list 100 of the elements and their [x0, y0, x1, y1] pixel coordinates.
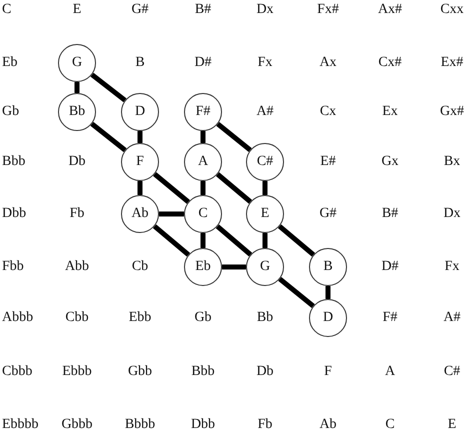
- note-circle: [246, 143, 284, 181]
- note-name: Eb: [195, 260, 211, 274]
- note-name: Bbb: [2, 155, 26, 169]
- note-name: Abbb: [2, 311, 34, 325]
- note-name: Gbbb: [61, 418, 93, 432]
- note-name: C#: [444, 365, 460, 379]
- note-name: F#: [196, 105, 210, 119]
- note-name: F: [324, 365, 332, 379]
- connector-line: [326, 286, 330, 299]
- note-name: Db: [256, 365, 274, 379]
- connector-line: [216, 122, 252, 152]
- note-name: Cbbb: [2, 365, 32, 379]
- note-name: Cxx: [440, 3, 464, 17]
- note-name: Gb: [2, 105, 20, 119]
- note-circle: [246, 195, 284, 233]
- note-name: Ebbbb: [2, 418, 39, 432]
- note-circle: [309, 248, 347, 286]
- connector-line: [262, 181, 268, 195]
- note-name: Db: [68, 155, 86, 169]
- connector-line: [222, 264, 246, 270]
- connector-line: [200, 233, 206, 248]
- connector-line: [152, 224, 190, 257]
- note-name: E: [72, 3, 82, 17]
- note-name: Bx: [444, 155, 460, 169]
- connector-line: [90, 72, 127, 102]
- connector-line: [216, 172, 252, 204]
- note-name: A#: [256, 105, 274, 119]
- note-name: Ax#: [378, 3, 402, 17]
- note-name: Dx: [256, 3, 274, 17]
- note-circle: [121, 195, 159, 233]
- note-name: Ex: [382, 105, 398, 119]
- note-circle: [184, 143, 222, 181]
- note-name: Ex#: [440, 56, 464, 70]
- note-name: Fx: [258, 56, 272, 70]
- note-name: F#: [382, 311, 398, 325]
- note-name: Eb: [2, 56, 18, 70]
- note-name: Gb: [194, 311, 212, 325]
- note-name: C: [385, 418, 395, 432]
- note-name: G#: [319, 207, 337, 221]
- note-circle: [121, 143, 159, 181]
- note-name: A: [384, 365, 396, 379]
- note-name: Ab: [131, 207, 149, 221]
- note-name: Cx#: [378, 56, 402, 70]
- note-name: Fb: [258, 418, 272, 432]
- connector-line: [200, 131, 206, 143]
- note-name: Bb: [68, 105, 86, 119]
- note-name: Dx: [443, 207, 461, 221]
- note-name: B#: [382, 207, 398, 221]
- note-name: Bbbb: [124, 418, 156, 432]
- connector-line: [138, 131, 142, 143]
- note-circle: [58, 93, 96, 131]
- note-name: C: [2, 3, 12, 17]
- note-name: E: [448, 418, 456, 432]
- note-name: Gx: [381, 155, 399, 169]
- note-circle: [184, 195, 222, 233]
- note-name: Ab: [319, 418, 337, 432]
- connector-line: [159, 212, 184, 216]
- note-name: G: [72, 56, 82, 70]
- note-name: Bb: [256, 311, 274, 325]
- note-name: Fx#: [317, 3, 339, 17]
- note-name: Cbb: [65, 311, 89, 325]
- note-name: A#: [443, 311, 461, 325]
- note-name: D#: [381, 260, 399, 274]
- connector-line: [278, 277, 315, 308]
- note-name: Cx: [320, 105, 336, 119]
- note-name: E: [260, 207, 270, 221]
- note-name: Dbb: [190, 418, 216, 432]
- note-name: D: [322, 311, 334, 325]
- note-circle: [58, 44, 96, 82]
- connector-line: [138, 181, 142, 195]
- connector-line: [278, 224, 316, 257]
- note-name: C#: [256, 155, 274, 169]
- note-name: G: [260, 260, 270, 274]
- note-name: E#: [320, 155, 336, 169]
- note-name: Gx#: [440, 105, 464, 119]
- note-name: Fb: [70, 207, 84, 221]
- connector-line: [74, 82, 80, 93]
- note-circle: [246, 248, 284, 286]
- note-name: B: [323, 260, 333, 274]
- note-name: D#: [194, 56, 212, 70]
- connector-line: [262, 233, 268, 248]
- note-name: Bbb: [191, 365, 215, 379]
- note-name: Ebbb: [62, 365, 92, 379]
- connector-line: [153, 172, 190, 204]
- note-name: Ax: [319, 56, 337, 70]
- note-name: Fbb: [2, 260, 24, 274]
- note-name: B#: [194, 3, 212, 17]
- note-name: Gbb: [128, 365, 152, 379]
- note-name: F: [136, 155, 144, 169]
- note-name: B: [135, 56, 145, 70]
- note-name: Abb: [64, 260, 90, 274]
- note-name: Cb: [132, 260, 148, 274]
- note-name: A: [198, 155, 208, 169]
- note-name: Ebb: [128, 311, 152, 325]
- note-name: Fx: [444, 260, 460, 274]
- note-circle: [184, 93, 222, 131]
- note-name: Dbb: [2, 207, 26, 221]
- connector-line: [90, 122, 127, 152]
- note-circle: [309, 299, 347, 337]
- note-circle: [184, 248, 222, 286]
